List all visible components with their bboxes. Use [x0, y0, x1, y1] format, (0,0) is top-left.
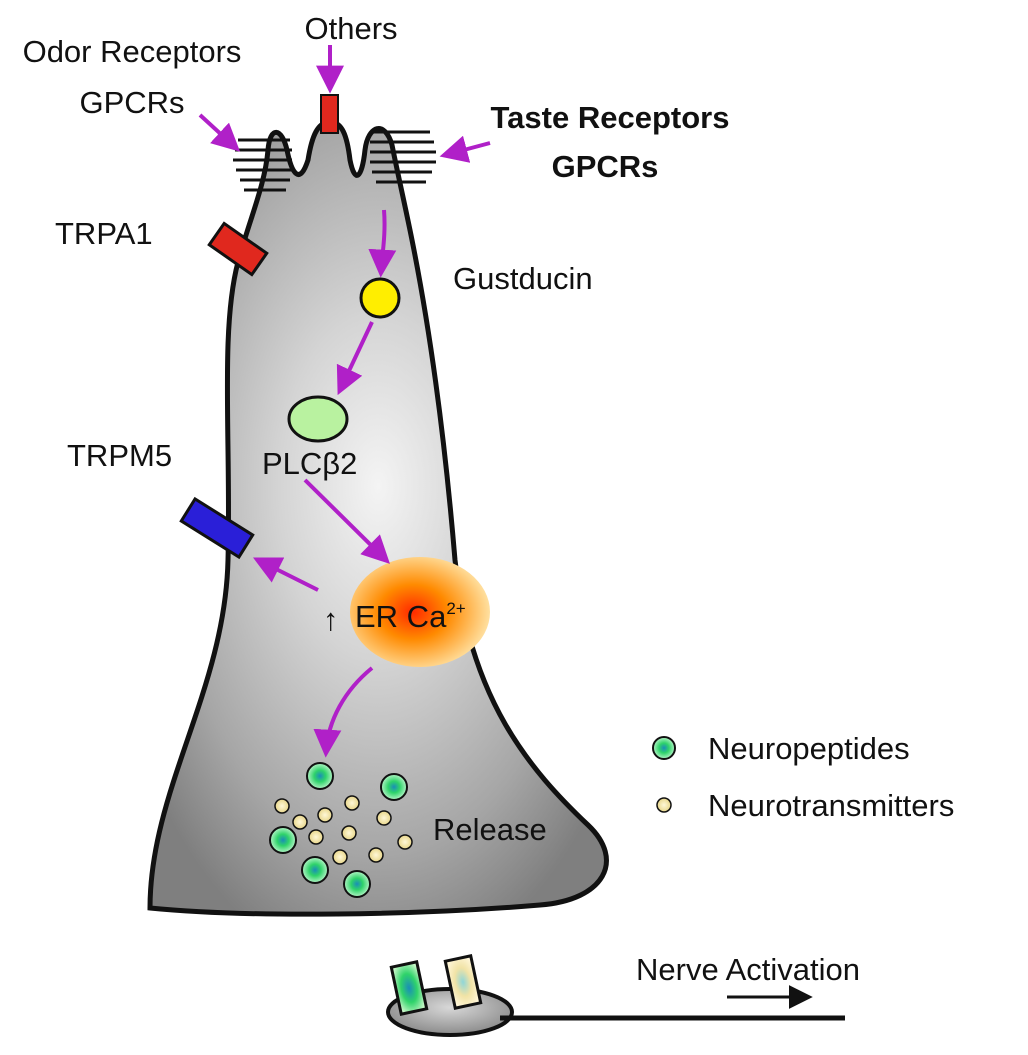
neurotransmitter-vesicle: [274, 798, 290, 814]
er-calcium-icon: [350, 557, 490, 667]
plcb2-icon: [287, 395, 349, 443]
receptor-neurotransmitter-icon: [443, 954, 483, 1010]
signaling-arrows: [198, 45, 491, 758]
neurotransmitter-vesicle: [344, 795, 360, 811]
receptor-neuropeptide-icon: [389, 960, 429, 1016]
taste-gpcr-icon: [370, 130, 436, 184]
legend-neuropeptides-label: Neuropeptides: [708, 731, 910, 766]
er-increase-arrow-label: ↑: [323, 602, 339, 637]
arrow-to-gustducin: [368, 209, 397, 278]
neurotransmitter-vesicle: [368, 847, 384, 863]
neurotransmitter-vesicle: [376, 810, 392, 826]
vesicle-cluster: [269, 762, 413, 898]
neurotransmitter-vesicle: [317, 807, 333, 823]
taste-receptors-label: Taste Receptors: [491, 100, 730, 135]
neurotransmitter-vesicle: [292, 814, 308, 830]
odor-gpcrs-label: GPCRs: [79, 85, 184, 120]
neurotransmitter-vesicle: [332, 849, 348, 865]
nerve-ending: [386, 954, 845, 1037]
trpa1-channel-icon: [207, 221, 269, 277]
gustducin-label: Gustducin: [453, 261, 593, 296]
arrow-to-trpm5: [252, 557, 319, 592]
er-calcium-text: ER Ca: [355, 599, 447, 634]
neuropeptide-vesicle: [343, 870, 371, 898]
trpm5-channel-icon: [179, 496, 255, 560]
neurotransmitter-vesicle: [397, 834, 413, 850]
legend-neurotransmitter-icon: [656, 797, 672, 813]
neuropeptide-vesicle: [380, 773, 408, 801]
others-channel-icon: [320, 94, 339, 134]
cell-body: [147, 119, 609, 917]
arrow-to-release: [313, 666, 374, 758]
arrow-taste: [439, 135, 491, 163]
neuropeptide-vesicle: [301, 856, 329, 884]
arrow-odor: [198, 113, 241, 152]
arrow-to-plcb2: [336, 321, 374, 396]
legend-neuropeptide-icon: [652, 736, 676, 760]
taste-gpcrs-label: GPCRs: [552, 149, 659, 184]
odor-gpcr-icon: [233, 138, 292, 192]
neuropeptide-vesicle: [269, 826, 297, 854]
neurotransmitter-vesicle: [308, 829, 324, 845]
neurotransmitter-vesicle: [341, 825, 357, 841]
odor-receptors-label: Odor Receptors: [23, 34, 242, 69]
er-calcium-superscript: 2+: [446, 599, 465, 618]
nerve-activation-label: Nerve Activation: [636, 952, 860, 987]
er-calcium-label: ER Ca2+: [355, 599, 466, 634]
trpm5-label: TRPM5: [67, 438, 172, 473]
legend-neurotransmitters-label: Neurotransmitters: [708, 788, 954, 823]
neuropeptide-vesicle: [306, 762, 334, 790]
trpa1-label: TRPA1: [55, 216, 153, 251]
plcb2-label: PLCβ2: [262, 446, 357, 481]
others-label: Others: [304, 11, 397, 46]
gustducin-icon: [359, 277, 401, 319]
arrow-to-er: [303, 478, 390, 564]
release-label: Release: [433, 812, 547, 847]
